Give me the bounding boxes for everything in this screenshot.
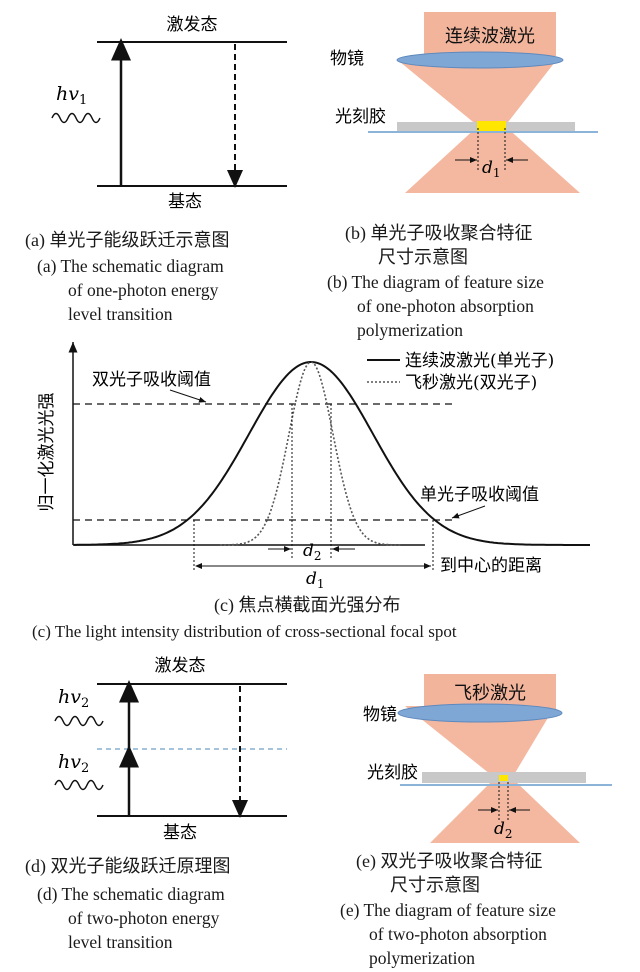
legend-cw-label: 连续波激光(单光子)	[405, 351, 554, 371]
caption-d-en-line3: level transition	[68, 932, 173, 952]
photon-energy-label-upper: hv2	[58, 686, 89, 711]
photoresist-label: 光刻胶	[367, 763, 418, 783]
fs-intensity-curve	[220, 361, 402, 546]
objective-lens	[396, 51, 564, 69]
excited-state-label: 激发态	[155, 656, 206, 676]
photon-energy-label: hv1	[56, 83, 87, 108]
d2-label: d2	[303, 541, 322, 563]
excited-state-label: 激发态	[167, 15, 218, 35]
panel-c: 归一化激光光强 双光子吸收阈值 单光子吸收阈值 连续波激光(单光子) 飞秒激光(…	[37, 342, 590, 591]
y-axis-label: 归一化激光光强	[37, 393, 57, 512]
photon-wave	[51, 112, 101, 124]
two-photon-threshold-pointer	[169, 389, 207, 403]
ground-state-label: 基态	[168, 192, 202, 212]
objective-label: 物镜	[330, 49, 364, 69]
caption-a-en-line2: of one-photon energy	[68, 280, 219, 300]
caption-e-en-line3: polymerization	[369, 948, 475, 968]
laser-label: 连续波激光	[445, 26, 535, 47]
caption-d-en-line1: (d) The schematic diagram	[37, 884, 225, 904]
laser-beam-lower	[430, 778, 580, 843]
caption-c-cn: (c) 焦点横截面光强分布	[214, 595, 401, 615]
cw-intensity-curve	[74, 361, 590, 546]
caption-e-cn-line2: 尺寸示意图	[390, 875, 480, 895]
photoresist-label: 光刻胶	[335, 107, 386, 127]
photon-energy-label-lower: hv2	[58, 751, 89, 776]
polymerized-spot	[477, 121, 506, 131]
one-photon-threshold-pointer	[451, 505, 486, 519]
caption-e-en-line1: (e) The diagram of feature size	[340, 900, 556, 920]
caption-a-en-line1: (a) The schematic diagram	[37, 256, 224, 276]
legend-fs-label: 飞秒激光(双光子)	[405, 373, 537, 393]
laser-beam-upper	[400, 62, 555, 126]
caption-a-cn: (a) 单光子能级跃迁示意图	[25, 230, 230, 250]
caption-b-cn-line1: (b) 单光子吸收聚合特征	[345, 223, 533, 243]
objective-lens	[397, 703, 563, 723]
d1-label: d1	[306, 569, 325, 591]
panel-e: 飞秒激光 物镜 光刻胶 d2	[363, 674, 612, 843]
feature-size-label: d2	[494, 819, 513, 841]
caption-c-en: (c) The light intensity distribution of …	[32, 622, 457, 641]
laser-beam-upper	[405, 706, 555, 778]
photon-wave-upper	[54, 715, 104, 727]
panel-a: 激发态 基态 hv1	[51, 15, 287, 212]
ground-state-label: 基态	[163, 823, 197, 843]
two-photon-threshold-label: 双光子吸收阈值	[92, 370, 211, 390]
caption-e-cn-line1: (e) 双光子吸收聚合特征	[356, 851, 543, 871]
feature-size-label: d1	[482, 158, 501, 180]
caption-b-cn-line2: 尺寸示意图	[378, 247, 468, 267]
laser-source-box	[424, 12, 556, 56]
objective-label: 物镜	[363, 705, 397, 725]
caption-d-cn: (d) 双光子能级跃迁原理图	[25, 856, 231, 876]
panel-d: hv2 hv2 激发态 基态	[54, 656, 287, 843]
caption-b-en-line1: (b) The diagram of feature size	[327, 272, 544, 292]
polymerized-spot	[499, 775, 508, 781]
photon-wave-lower	[54, 779, 104, 791]
caption-b-en-line3: polymerization	[357, 320, 463, 340]
caption-e-en-line2: of two-photon absorption	[369, 924, 547, 944]
laser-beam-lower	[405, 126, 580, 193]
caption-d-en-line2: of two-photon energy	[68, 908, 220, 928]
x-axis-label: 到中心的距离	[440, 556, 542, 576]
laser-label: 飞秒激光	[454, 683, 526, 704]
caption-b-en-line2: of one-photon absorption	[357, 296, 534, 316]
one-photon-threshold-label: 单光子吸收阈值	[420, 485, 539, 505]
panel-b: 连续波激光 物镜 光刻胶 d1	[330, 12, 598, 193]
caption-a-en-line3: level transition	[68, 304, 173, 324]
